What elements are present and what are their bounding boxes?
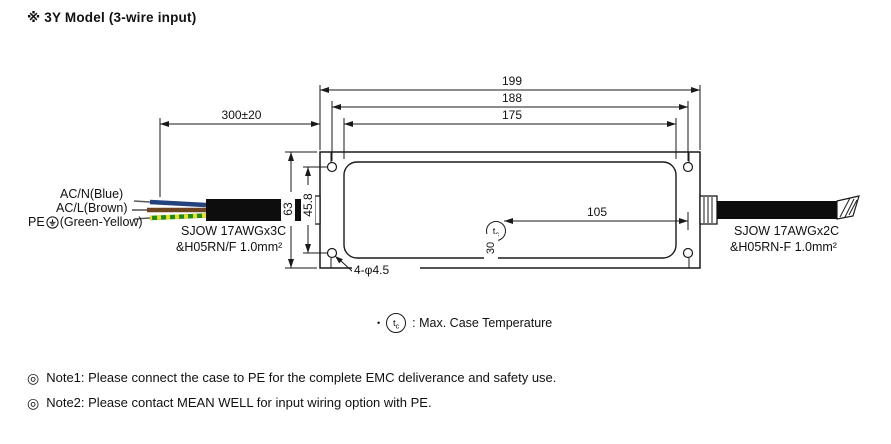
tc-legend-text: : Max. Case Temperature [412,316,553,330]
dim-cable-length-label: 300±20 [192,108,291,122]
note-2: ◎ Note2: Please contact MEAN WELL for in… [27,395,556,410]
dim-tc-bottom-label: 30 [484,234,498,262]
dim-overall-height-label: 63 [281,192,295,226]
input-cable-sheath [206,199,303,221]
enclosure [319,151,701,269]
wire-label-pe: PE (Green-Yellow) [28,215,143,229]
dim-hole-pitch-x-label: 188 [475,91,549,105]
dim-mounting-holes-label: 4-φ4.5 [352,263,420,277]
dim-face-length-label: 175 [475,108,549,122]
notes-section: ◎ Note1: Please connect the case to PE f… [27,370,556,410]
enclosure-cover-face [343,161,677,259]
tc-marker-c: c [495,229,499,238]
mounting-hole-bottom-right [682,247,694,259]
legend-bullet: • [377,318,381,328]
note-1-bullet: ◎ [27,369,40,386]
pe-label-prefix: PE [28,215,45,229]
model-title: ※ 3Y Model (3-wire input) [27,10,197,25]
wire-pe-yellow-stripe [149,213,207,221]
mounting-hole-bottom-left [326,247,338,259]
note-2-text: Note2: Please contact MEAN WELL for inpu… [46,395,432,410]
tc-marker-t: t [492,225,496,237]
output-cable-sheath [717,201,837,219]
wire-label-acl: AC/L(Brown) [56,201,128,215]
dimension-lines [159,85,701,273]
note-1-text: Note1: Please connect the case to PE for… [46,370,557,385]
input-cable-spec-line2: &H05RN/F 1.0mm² [176,240,283,254]
dim-tc-offset-label: 105 [560,205,634,219]
wire-tip-acn [133,200,151,203]
note-2-bullet: ◎ [27,394,40,411]
wire-label-acn: AC/N(Blue) [60,187,124,201]
output-cable [699,195,860,225]
output-cable-spec-line2: &H05RN-F 1.0mm² [730,240,837,254]
hole-leader-line [340,260,354,273]
wire-acn-blue [149,199,207,208]
note-1: ◎ Note1: Please connect the case to PE f… [27,370,556,385]
dim-overall-length-label: 199 [475,74,549,88]
mounting-hole-top-right [682,161,694,173]
dim-hole-pitch-y-label: 45.8 [301,185,315,225]
output-cable-end-hatch [839,197,851,218]
input-cable-spec-line1: SJOW 17AWGx3C [181,224,287,238]
mounting-hole-top-left [326,161,338,173]
wire-tip-pe [133,217,151,220]
earth-ground-icon [46,215,59,229]
output-cable-spec-line1: SJOW 17AWGx2C [734,224,840,238]
pe-label-suffix: (Green-Yellow) [59,215,143,229]
